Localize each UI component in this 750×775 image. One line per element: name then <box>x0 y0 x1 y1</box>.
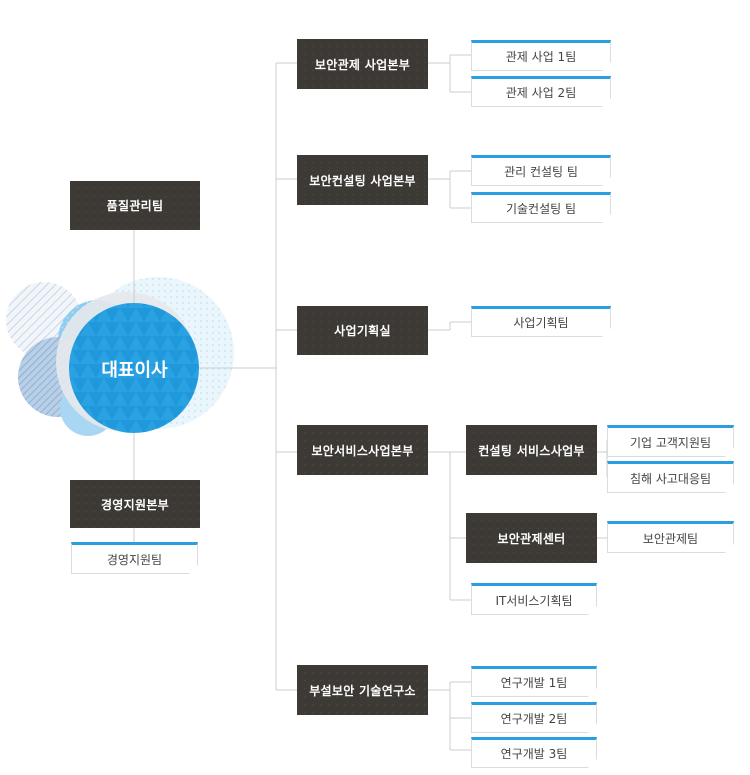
quality-team-box: 품질관리팀 <box>70 181 200 230</box>
team-enterprise-support: 기업 고객지원팀 <box>607 425 734 457</box>
team-rnd-1: 연구개발 1팀 <box>471 666 597 697</box>
team-security-monitoring: 보안관제팀 <box>607 521 734 553</box>
division-business-planning: 사업기획실 <box>297 306 428 355</box>
division-security-service: 보안서비스사업본부 <box>297 425 428 475</box>
team-rnd-2: 연구개발 2팀 <box>471 702 597 733</box>
team-business-planning: 사업기획팀 <box>471 306 611 337</box>
team-management-consulting: 관리 컨설팅 팀 <box>471 155 611 186</box>
subdivision-consulting-service: 컨설팅 서비스사업부 <box>466 425 597 475</box>
team-incident-response: 침해 사고대응팀 <box>607 461 734 493</box>
team-tech-consulting: 기술컨설팅 팀 <box>471 192 611 223</box>
management-division-box: 경영지원본부 <box>70 480 200 528</box>
division-security-monitoring: 보안관제 사업본부 <box>297 39 428 89</box>
team-rnd-3: 연구개발 3팀 <box>471 737 597 768</box>
team-monitoring-2: 관제 사업 2팀 <box>471 76 611 107</box>
ceo-decoration <box>6 277 234 436</box>
team-monitoring-1: 관제 사업 1팀 <box>471 40 611 71</box>
ceo-circle <box>69 303 199 433</box>
team-it-service-planning: IT서비스기획팀 <box>471 583 597 615</box>
management-team-box: 경영지원팀 <box>71 542 198 574</box>
subdivision-security-center: 보안관제센터 <box>466 513 597 563</box>
division-research-lab: 부설보안 기술연구소 <box>297 665 428 715</box>
ceo-label: 대표이사 <box>101 359 168 381</box>
division-security-consulting: 보안컨설팅 사업본부 <box>297 155 428 205</box>
